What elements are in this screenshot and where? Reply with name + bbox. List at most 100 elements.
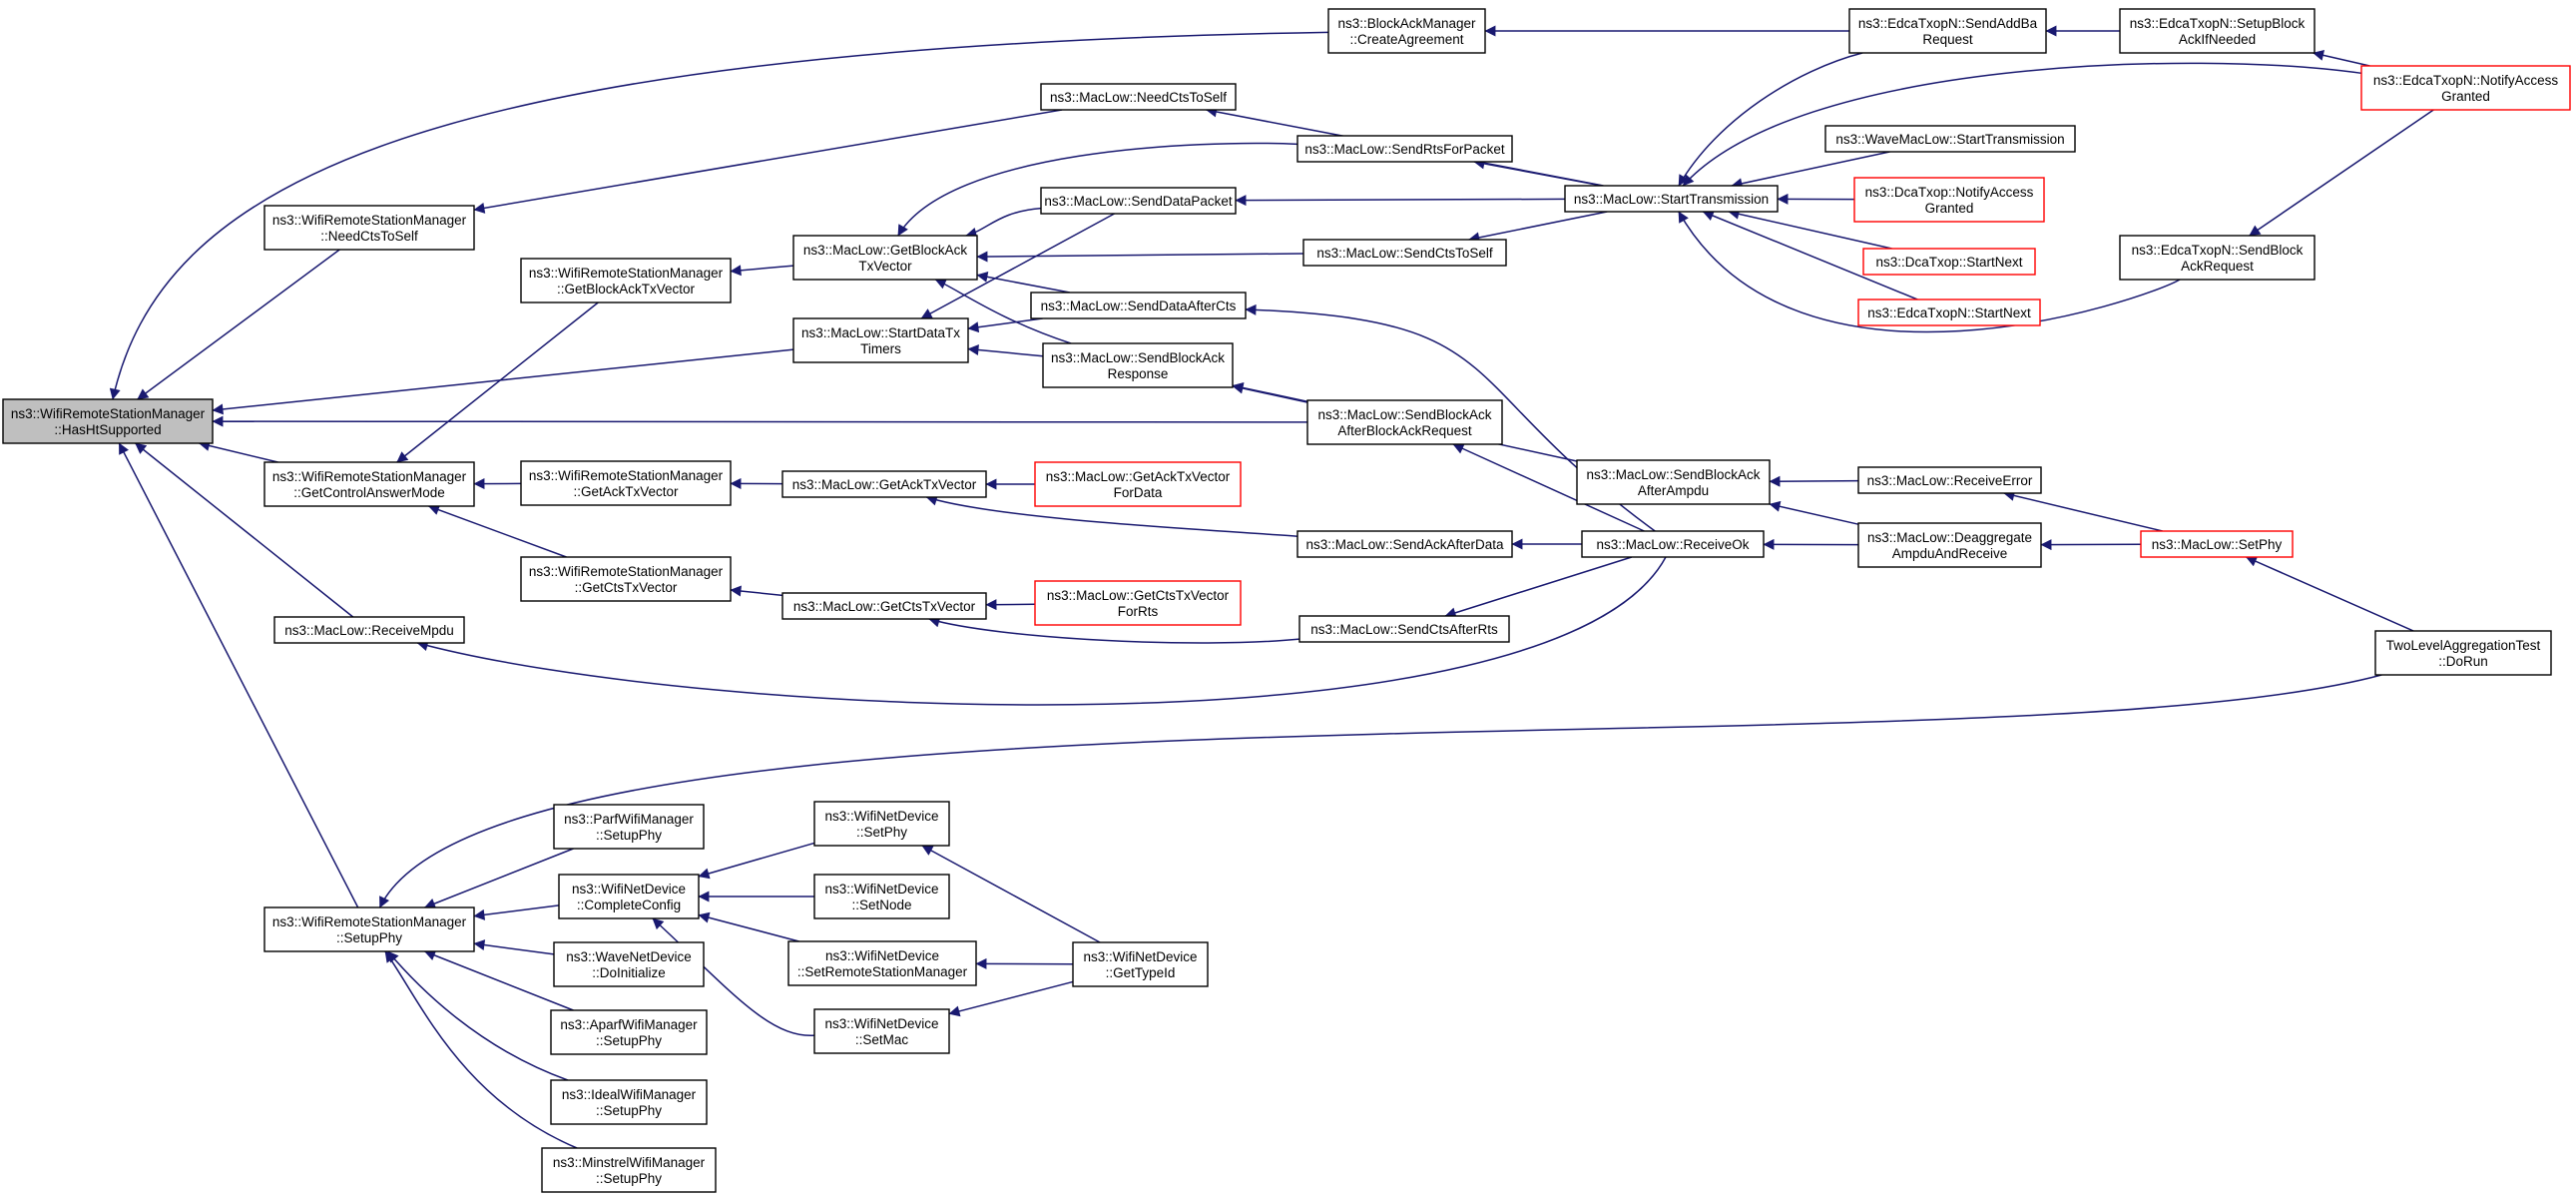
node-box[interactable] bbox=[1034, 461, 1242, 507]
node-box[interactable] bbox=[1072, 941, 1209, 987]
node-wnd-setphy[interactable]: ns3::WifiNetDevice::SetPhy bbox=[813, 801, 950, 847]
node-box[interactable] bbox=[1564, 185, 1779, 213]
node-box[interactable] bbox=[813, 1008, 950, 1054]
node-aparf[interactable]: ns3::AparfWifiManager::SetupPhy bbox=[550, 1009, 708, 1055]
node-bam-create[interactable]: ns3::BlockAckManager::CreateAgreement bbox=[1327, 8, 1486, 54]
node-wrsm-getctrl[interactable]: ns3::WifiRemoteStationManager::GetContro… bbox=[263, 461, 475, 507]
node-ml-setphy[interactable]: ns3::MacLow::SetPhy bbox=[2140, 530, 2294, 558]
node-box[interactable] bbox=[1296, 530, 1513, 558]
node-box[interactable] bbox=[2140, 530, 2294, 558]
node-box[interactable] bbox=[2, 398, 214, 444]
node-box[interactable] bbox=[553, 941, 705, 987]
node-parf[interactable]: ns3::ParfWifiManager::SetupPhy bbox=[553, 804, 705, 850]
node-ml-receiveok[interactable]: ns3::MacLow::ReceiveOk bbox=[1581, 530, 1765, 558]
node-wnd-complete[interactable]: ns3::WifiNetDevice::CompleteConfig bbox=[558, 874, 700, 919]
node-box[interactable] bbox=[1040, 83, 1237, 111]
node-box[interactable] bbox=[1296, 135, 1513, 163]
node-ml-getcts[interactable]: ns3::MacLow::GetCtsTxVector bbox=[781, 592, 987, 620]
node-box[interactable] bbox=[550, 1009, 708, 1055]
node-minstrel[interactable]: ns3::MinstrelWifiManager::SetupPhy bbox=[541, 1147, 717, 1193]
node-wrsm-setupphy[interactable]: ns3::WifiRemoteStationManager::SetupPhy bbox=[263, 906, 475, 952]
node-box[interactable] bbox=[1306, 399, 1503, 445]
node-ml-getack[interactable]: ns3::MacLow::GetAckTxVector bbox=[781, 470, 987, 498]
node-box[interactable] bbox=[792, 235, 978, 281]
node-ideal[interactable]: ns3::IdealWifiManager::SetupPhy bbox=[550, 1079, 708, 1125]
node-box[interactable] bbox=[520, 460, 732, 506]
node-ml-getback[interactable]: ns3::MacLow::GetBlockAckTxVector bbox=[792, 235, 978, 281]
node-box[interactable] bbox=[2119, 8, 2316, 54]
node-box[interactable] bbox=[263, 461, 475, 507]
node-ml-senddataaftercts[interactable]: ns3::MacLow::SendDataAfterCts bbox=[1030, 292, 1247, 319]
node-box[interactable] bbox=[813, 874, 950, 919]
node-box[interactable] bbox=[792, 317, 969, 363]
node-tla-dorun[interactable]: TwoLevelAggregationTest::DoRun bbox=[2374, 630, 2552, 676]
node-wave-starttx[interactable]: ns3::WaveMacLow::StartTransmission bbox=[1824, 125, 2076, 153]
node-box[interactable] bbox=[1857, 522, 2042, 568]
node-wnd-gettypeid[interactable]: ns3::WifiNetDevice::GetTypeId bbox=[1072, 941, 1209, 987]
node-ml-sendctstoself[interactable]: ns3::MacLow::SendCtsToSelf bbox=[1302, 239, 1507, 267]
node-ml-senddatapacket[interactable]: ns3::MacLow::SendDataPacket bbox=[1040, 187, 1237, 215]
node-box[interactable] bbox=[1857, 466, 2042, 494]
node-box[interactable] bbox=[1040, 187, 1237, 215]
node-box[interactable] bbox=[541, 1147, 717, 1193]
node-wnd-setnode[interactable]: ns3::WifiNetDevice::SetNode bbox=[813, 874, 950, 919]
node-box[interactable] bbox=[520, 556, 732, 602]
node-box[interactable] bbox=[1853, 177, 2045, 223]
node-box[interactable] bbox=[1030, 292, 1247, 319]
node-box[interactable] bbox=[263, 205, 475, 251]
node-dca-startnext[interactable]: ns3::DcaTxop::StartNext bbox=[1862, 248, 2036, 276]
node-ml-starttx[interactable]: ns3::MacLow::StartTransmission bbox=[1564, 185, 1779, 213]
node-edca-startnext[interactable]: ns3::EdcaTxopN::StartNext bbox=[1857, 299, 2041, 326]
node-ml-sendctsafterrts[interactable]: ns3::MacLow::SendCtsAfterRts bbox=[1298, 615, 1510, 643]
node-box[interactable] bbox=[263, 906, 475, 952]
node-box[interactable] bbox=[2119, 235, 2316, 281]
node-wrsm-getcts[interactable]: ns3::WifiRemoteStationManager::GetCtsTxV… bbox=[520, 556, 732, 602]
node-box[interactable] bbox=[1862, 248, 2036, 276]
node-box[interactable] bbox=[558, 874, 700, 919]
node-box[interactable] bbox=[1824, 125, 2076, 153]
node-wnd-setmac[interactable]: ns3::WifiNetDevice::SetMac bbox=[813, 1008, 950, 1054]
node-box[interactable] bbox=[1581, 530, 1765, 558]
node-root[interactable]: ns3::WifiRemoteStationManager::HasHtSupp… bbox=[2, 398, 214, 444]
node-wrsm-getback[interactable]: ns3::WifiRemoteStationManager::GetBlockA… bbox=[520, 258, 732, 303]
node-box[interactable] bbox=[273, 616, 465, 644]
node-box[interactable] bbox=[1302, 239, 1507, 267]
node-ml-receivempdu[interactable]: ns3::MacLow::ReceiveMpdu bbox=[273, 616, 465, 644]
node-box[interactable] bbox=[1298, 615, 1510, 643]
node-wrsm-getack[interactable]: ns3::WifiRemoteStationManager::GetAckTxV… bbox=[520, 460, 732, 506]
node-box[interactable] bbox=[1327, 8, 1486, 54]
node-wave-doinit[interactable]: ns3::WaveNetDevice::DoInitialize bbox=[553, 941, 705, 987]
node-ml-needcts[interactable]: ns3::MacLow::NeedCtsToSelf bbox=[1040, 83, 1237, 111]
node-ml-receiveerror[interactable]: ns3::MacLow::ReceiveError bbox=[1857, 466, 2042, 494]
node-box[interactable] bbox=[781, 470, 987, 498]
node-box[interactable] bbox=[1576, 459, 1771, 505]
node-ml-sendrts[interactable]: ns3::MacLow::SendRtsForPacket bbox=[1296, 135, 1513, 163]
node-wrsm-needcts[interactable]: ns3::WifiRemoteStationManager::NeedCtsTo… bbox=[263, 205, 475, 251]
node-box[interactable] bbox=[553, 804, 705, 850]
node-box[interactable] bbox=[520, 258, 732, 303]
node-box[interactable] bbox=[2360, 65, 2571, 111]
node-box[interactable] bbox=[1034, 580, 1242, 626]
node-box[interactable] bbox=[813, 801, 950, 847]
node-ml-sendackafterdata[interactable]: ns3::MacLow::SendAckAfterData bbox=[1296, 530, 1513, 558]
node-box[interactable] bbox=[1857, 299, 2041, 326]
node-box[interactable] bbox=[1042, 342, 1234, 388]
node-wnd-setrsm[interactable]: ns3::WifiNetDevice::SetRemoteStationMana… bbox=[787, 940, 977, 986]
node-box[interactable] bbox=[1848, 8, 2047, 54]
node-box[interactable] bbox=[550, 1079, 708, 1125]
node-box[interactable] bbox=[2374, 630, 2552, 676]
node-box[interactable] bbox=[787, 940, 977, 986]
node-ml-sendbaafterbar[interactable]: ns3::MacLow::SendBlockAckAfterBlockAckRe… bbox=[1306, 399, 1503, 445]
node-box[interactable] bbox=[781, 592, 987, 620]
